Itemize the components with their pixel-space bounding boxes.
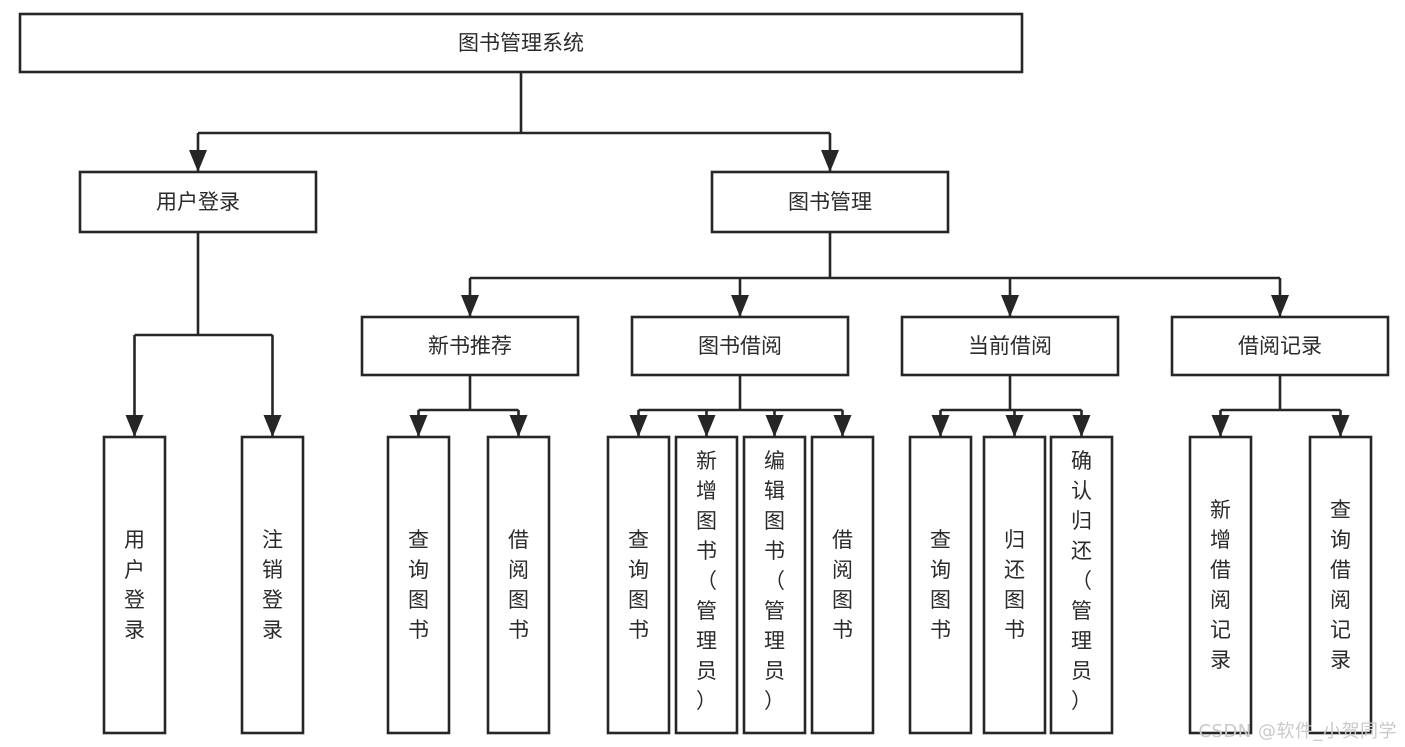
- edge-group-book-management: [461, 232, 1289, 317]
- arrow-head: [189, 150, 207, 172]
- node-box-leaf-query-record: [1308, 435, 1373, 735]
- node-label-user-login: 用户登录: [156, 190, 240, 214]
- arrow-head: [1271, 295, 1289, 317]
- node-leaf-add-book[interactable]: 新增图书（管理员）: [674, 435, 739, 735]
- node-leaf-add-record[interactable]: 新增借阅记录: [1188, 435, 1253, 735]
- connector-layer: [125, 72, 1350, 437]
- arrow-head: [409, 415, 428, 437]
- node-book-management[interactable]: 图书管理: [710, 170, 950, 234]
- node-label-leaf-logout: 注销登录: [262, 528, 283, 642]
- arrow-head: [833, 415, 852, 437]
- arrow-head: [509, 415, 528, 437]
- node-user-login[interactable]: 用户登录: [78, 170, 318, 234]
- node-label-book-borrow: 图书借阅: [698, 334, 782, 358]
- node-leaf-borrow-book[interactable]: 借阅图书: [810, 435, 875, 735]
- node-leaf-return-book[interactable]: 归还图书: [982, 435, 1047, 735]
- arrow-head: [1005, 415, 1024, 437]
- node-box-book-management: [710, 170, 950, 234]
- node-root[interactable]: 图书管理系统: [18, 12, 1024, 74]
- node-box-borrow-record: [1170, 315, 1390, 377]
- arrow-head: [765, 415, 784, 437]
- edge-group-user-login: [125, 232, 282, 437]
- node-current-borrow[interactable]: 当前借阅: [900, 315, 1120, 377]
- node-box-root: [18, 12, 1024, 74]
- node-box-leaf-add-record: [1188, 435, 1253, 735]
- node-box-leaf-query-book-rec: [386, 435, 451, 735]
- node-box-leaf-borrow-book-rec: [486, 435, 551, 735]
- node-label-leaf-borrow-book-rec: 借阅图书: [508, 528, 529, 642]
- arrow-head: [931, 415, 950, 437]
- node-book-borrow[interactable]: 图书借阅: [630, 315, 850, 377]
- node-leaf-query-book-cur[interactable]: 查询图书: [908, 435, 973, 735]
- node-label-leaf-query-book-rec: 查询图书: [408, 528, 429, 642]
- watermark: CSDN @软件_小贺同学: [1198, 721, 1397, 742]
- node-label-leaf-add-record: 新增借阅记录: [1210, 498, 1231, 672]
- node-label-book-management: 图书管理: [788, 190, 872, 214]
- arrow-head: [263, 415, 282, 437]
- node-label-leaf-add-book: 新增图书（管理员）: [696, 449, 717, 713]
- node-box-leaf-user-login: [102, 435, 167, 735]
- node-leaf-edit-book[interactable]: 编辑图书（管理员）: [742, 435, 807, 735]
- node-leaf-user-login[interactable]: 用户登录: [102, 435, 167, 735]
- node-leaf-logout[interactable]: 注销登录: [240, 435, 305, 735]
- node-label-root: 图书管理系统: [458, 31, 584, 55]
- node-label-leaf-borrow-book: 借阅图书: [832, 528, 853, 642]
- edge-group-new-book-recommend: [409, 375, 528, 437]
- node-borrow-record[interactable]: 借阅记录: [1170, 315, 1390, 377]
- arrow-head: [1331, 415, 1350, 437]
- node-box-leaf-confirm-return: [1049, 435, 1114, 735]
- node-leaf-borrow-book-rec[interactable]: 借阅图书: [486, 435, 551, 735]
- node-label-borrow-record: 借阅记录: [1238, 334, 1322, 358]
- arrow-head: [697, 415, 716, 437]
- node-box-leaf-borrow-book: [810, 435, 875, 735]
- arrow-head: [1072, 415, 1091, 437]
- node-label-leaf-user-login: 用户登录: [124, 528, 145, 642]
- node-label-current-borrow: 当前借阅: [968, 334, 1052, 358]
- edge-group-current-borrow: [931, 375, 1091, 437]
- node-leaf-query-record[interactable]: 查询借阅记录: [1308, 435, 1373, 735]
- node-box-book-borrow: [630, 315, 850, 377]
- arrow-head: [1001, 295, 1019, 317]
- node-box-leaf-logout: [240, 435, 305, 735]
- node-label-leaf-query-record: 查询借阅记录: [1330, 498, 1351, 672]
- arrow-head: [125, 415, 144, 437]
- node-box-leaf-edit-book: [742, 435, 807, 735]
- arrow-head: [1211, 415, 1230, 437]
- edge-group-borrow-record: [1211, 375, 1350, 437]
- node-label-new-book-recommend: 新书推荐: [428, 334, 512, 358]
- node-label-leaf-return-book: 归还图书: [1004, 528, 1025, 642]
- node-layer: 图书管理系统用户登录图书管理新书推荐图书借阅当前借阅借阅记录用户登录注销登录查询…: [18, 12, 1390, 735]
- node-leaf-query-book-rec[interactable]: 查询图书: [386, 435, 451, 735]
- node-box-leaf-query-book-cur: [908, 435, 973, 735]
- node-box-leaf-add-book: [674, 435, 739, 735]
- arrow-head: [731, 295, 749, 317]
- node-new-book-recommend[interactable]: 新书推荐: [360, 315, 580, 377]
- node-label-leaf-query-book-borrow: 查询图书: [628, 528, 649, 642]
- node-box-leaf-query-book-borrow: [606, 435, 671, 735]
- node-label-leaf-edit-book: 编辑图书（管理员）: [764, 449, 785, 713]
- edge-group-book-borrow: [629, 375, 852, 437]
- arrow-head: [821, 150, 839, 172]
- node-box-new-book-recommend: [360, 315, 580, 377]
- node-box-user-login: [78, 170, 318, 234]
- node-box-current-borrow: [900, 315, 1120, 377]
- arrow-head: [461, 295, 479, 317]
- node-label-leaf-confirm-return: 确认归还（管理员）: [1071, 449, 1092, 713]
- arrow-head: [629, 415, 648, 437]
- node-leaf-query-book-borrow[interactable]: 查询图书: [606, 435, 671, 735]
- edge-group-root: [189, 72, 839, 172]
- node-leaf-confirm-return[interactable]: 确认归还（管理员）: [1049, 435, 1114, 735]
- node-label-leaf-query-book-cur: 查询图书: [930, 528, 951, 642]
- node-box-leaf-return-book: [982, 435, 1047, 735]
